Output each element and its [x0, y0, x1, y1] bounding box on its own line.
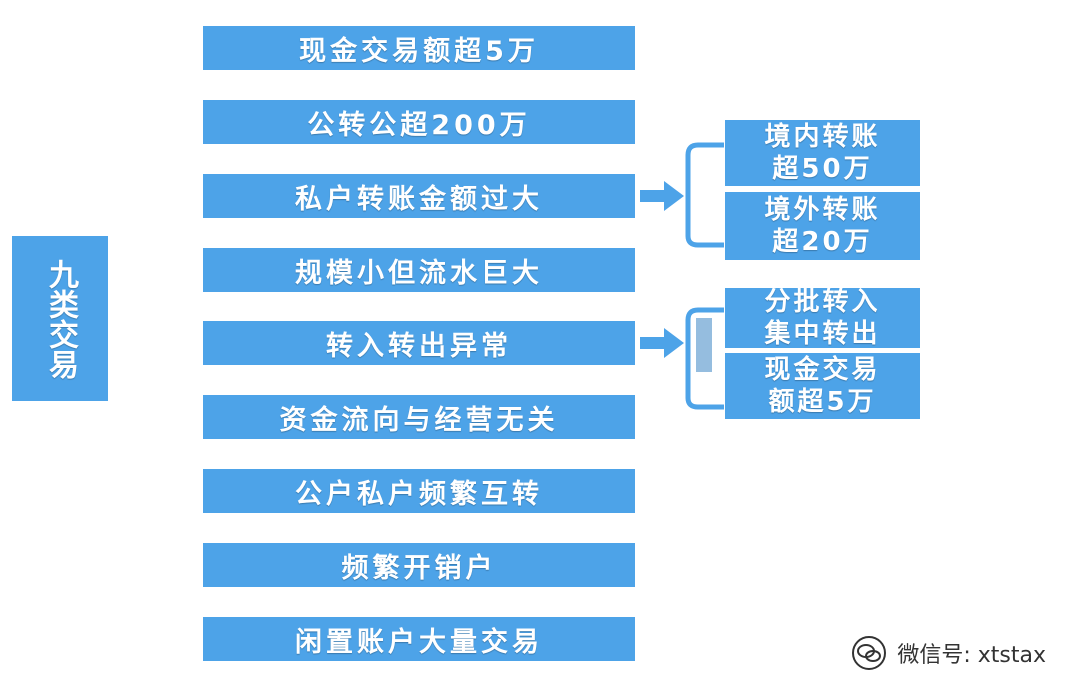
sub-box-overseas: 境外转账 超20万	[725, 192, 920, 260]
sub-box-line: 超50万	[772, 154, 873, 184]
item-idle-account: 闲置账户大量交易	[203, 617, 635, 661]
bracket-icon	[685, 307, 724, 410]
item-in-out-abnormal: 转入转出异常	[203, 321, 635, 365]
arrow-right-icon	[640, 181, 684, 211]
item-flow-unrelated: 资金流向与经营无关	[203, 395, 635, 439]
sub-box-line: 分批转入	[764, 287, 881, 317]
sub-box-line: 超20万	[772, 227, 873, 257]
sub-box-line: 额超5万	[768, 387, 877, 417]
bracket-notch	[696, 318, 712, 372]
item-private-transfer: 私户转账金额过大	[203, 174, 635, 218]
sub-box-domestic: 境内转账 超50万	[725, 120, 920, 186]
sub-box-batch-in: 分批转入 集中转出	[725, 287, 920, 349]
sub-box-line: 境外转账	[764, 195, 881, 225]
watermark: 微信号: xtstax	[851, 635, 1046, 671]
sub-box-line: 现金交易	[764, 355, 881, 385]
watermark-text: 微信号: xtstax	[897, 643, 1046, 668]
item-corp-to-corp: 公转公超200万	[203, 100, 635, 144]
item-frequent-open-close: 频繁开销户	[203, 543, 635, 587]
item-small-scale-big-flow: 规模小但流水巨大	[203, 248, 635, 292]
sub-box-line: 集中转出	[764, 319, 881, 349]
bracket-icon	[685, 142, 724, 248]
root-node: 九类交易	[12, 236, 108, 401]
sub-box-line: 境内转账	[764, 122, 881, 152]
wechat-icon	[852, 636, 887, 670]
arrow-right-icon	[640, 328, 684, 358]
item-cash-over-50k: 现金交易额超5万	[203, 26, 635, 70]
sub-box-cash: 现金交易 额超5万	[725, 353, 920, 419]
item-frequent-mutual: 公户私户频繁互转	[203, 469, 635, 513]
